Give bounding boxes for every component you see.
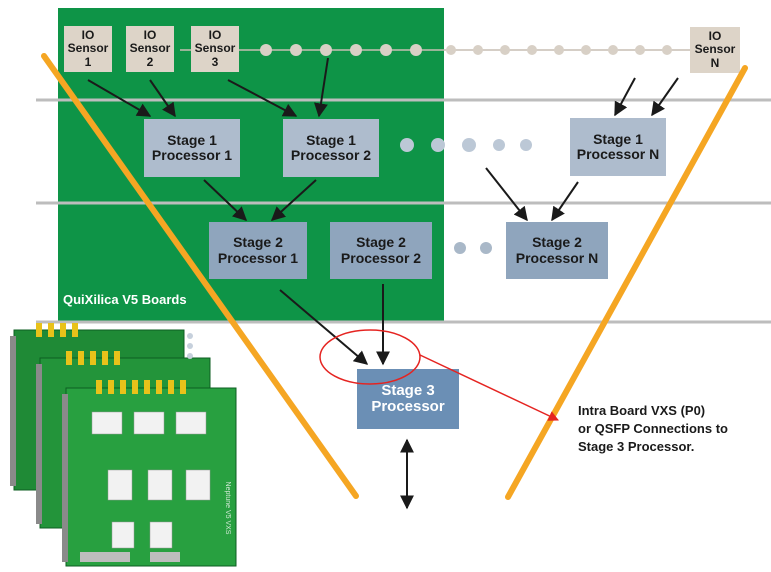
stage3-processor-line2: Processor bbox=[371, 398, 445, 415]
stage1-processor-2: Stage 1 Processor 2 bbox=[283, 119, 379, 177]
stage1-processor-1-box bbox=[144, 119, 240, 177]
io-sensor-n-box bbox=[690, 27, 740, 73]
stage2-processor-2: Stage 2 Processor 2 bbox=[330, 222, 432, 279]
stage1-processor-2-box bbox=[283, 119, 379, 177]
neptune-boards-illustration bbox=[10, 323, 237, 567]
stage2-processor-1: Stage 2 Processor 1 bbox=[209, 222, 307, 279]
stage1-processor-2-line1: Stage 1 bbox=[306, 131, 356, 148]
stage2-processor-2-line2: Processor 2 bbox=[340, 249, 422, 266]
tier-divider-lines bbox=[36, 98, 771, 324]
stage1-processor-n-line1: Stage 1 bbox=[593, 130, 643, 147]
stage1-processor-1: Stage 1 Processor 1 bbox=[144, 119, 240, 177]
stage2-processor-1-line1: Stage 2 bbox=[233, 234, 283, 251]
io-sensor-3-line3: 3 bbox=[211, 54, 219, 69]
io-sensor-2-box bbox=[126, 26, 174, 72]
board-edge-dots bbox=[187, 333, 193, 359]
io-sensor-2-line2: Sensor bbox=[129, 41, 171, 56]
io-sensor-2-line1: IO bbox=[143, 28, 157, 43]
stage2-processor-2-line1: Stage 2 bbox=[356, 234, 406, 251]
annotation-line2: or QSFP Connections to bbox=[578, 421, 728, 436]
io-sensor-1: IO Sensor 1 bbox=[64, 26, 112, 72]
stage1-processor-1-line1: Stage 1 bbox=[167, 131, 217, 148]
stage3-processor: Stage 3 Processor bbox=[357, 369, 459, 429]
stage1-processor-n: Stage 1 Processor N bbox=[570, 118, 666, 176]
callout-arrow bbox=[419, 354, 559, 421]
board-silkscreen-text: Neptune V5 VXS bbox=[224, 482, 231, 535]
io-sensor-n-line1: IO bbox=[708, 29, 722, 44]
io-sensor-1-box bbox=[64, 26, 112, 72]
io-sensor-3-line2: Sensor bbox=[194, 41, 236, 56]
board-front bbox=[62, 380, 237, 567]
io-sensor-1-line1: IO bbox=[81, 28, 95, 43]
stage1-processor-n-line2: Processor N bbox=[576, 146, 660, 162]
io-sensor-n: IO Sensor N bbox=[690, 27, 740, 73]
annotation-line1: Intra Board VXS (P0) bbox=[578, 403, 706, 418]
quixilica-boards-label: QuiXilica V5 Boards bbox=[63, 292, 187, 307]
stage2-processor-1-box bbox=[209, 222, 307, 279]
stage1-processor-1-line2: Processor 1 bbox=[151, 147, 233, 163]
stage2-processor-1-line2: Processor 1 bbox=[217, 249, 299, 266]
stage3-processor-line1: Stage 3 bbox=[381, 381, 435, 399]
stage2-processor-n-box bbox=[506, 222, 608, 279]
funnel-lines bbox=[41, 53, 748, 500]
connection-highlight-ellipse bbox=[319, 329, 421, 385]
stage2-processor-n-line2: Processor N bbox=[515, 249, 599, 266]
stage3-processor-box bbox=[357, 369, 459, 429]
connection-annotation: Intra Board VXS (P0) or QSFP Connections… bbox=[578, 402, 728, 456]
stage1-processor-2-line2: Processor 2 bbox=[290, 147, 372, 163]
stage2-processor-n: Stage 2 Processor N bbox=[506, 222, 608, 279]
stage2-ellipsis-dots bbox=[454, 242, 492, 254]
stage2-processor-n-line1: Stage 2 bbox=[532, 234, 582, 251]
stage1-processor-n-box bbox=[570, 118, 666, 176]
stage2-processor-2-box bbox=[330, 222, 432, 279]
data-flow-arrows bbox=[87, 57, 679, 366]
io-sensor-3-line1: IO bbox=[208, 28, 222, 43]
io-sensor-3-box bbox=[191, 26, 239, 72]
stage1-ellipsis-dots bbox=[400, 138, 532, 152]
io-sensor-n-line3: N bbox=[710, 55, 720, 70]
io-sensor-2: IO Sensor 2 bbox=[126, 26, 174, 72]
io-sensor-1-line3: 1 bbox=[84, 54, 92, 69]
io-sensor-3: IO Sensor 3 bbox=[191, 26, 239, 72]
io-sensor-1-line2: Sensor bbox=[67, 41, 109, 56]
sensor-bus-dots bbox=[260, 44, 672, 56]
io-sensor-2-line3: 2 bbox=[146, 54, 154, 69]
io-sensor-n-line2: Sensor bbox=[694, 42, 736, 57]
annotation-line3: Stage 3 Processor. bbox=[578, 439, 695, 454]
